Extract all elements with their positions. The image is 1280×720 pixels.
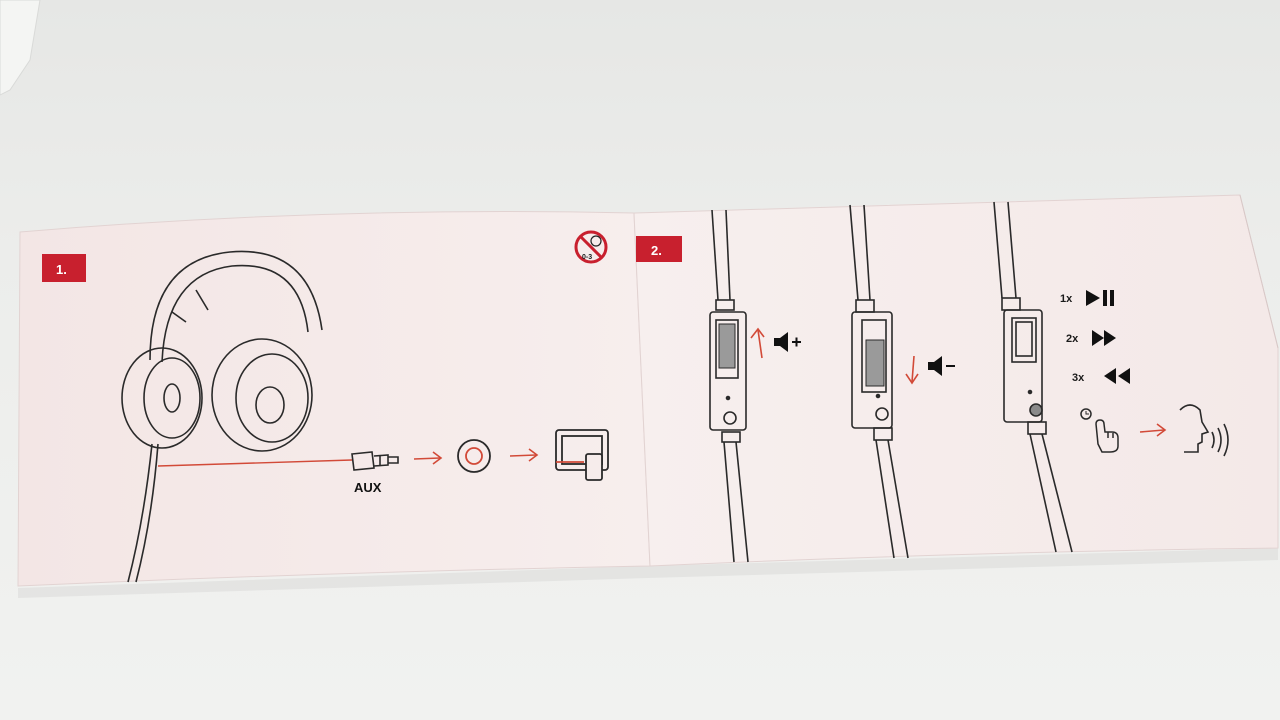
button-function-next-track: 2x [1066,330,1116,346]
volume-up-icon [774,332,801,352]
button-function-previous-track: 3x [1072,368,1130,384]
press-count-2x: 2x [1066,333,1079,345]
arrow-right-icon [413,451,443,465]
arrow-up-icon [750,327,765,359]
play-pause-icon [1086,290,1114,306]
remote-control-volume-up [709,209,749,563]
arrow-down-icon [905,355,919,385]
voice-assistant-icon [1179,404,1229,457]
aux-label: AUX [354,480,382,495]
previous-track-icon [1104,368,1130,384]
press-count-1x: 1x [1060,293,1073,305]
age-warning-label: 0-3 [582,254,592,261]
cable-line [157,459,353,467]
button-function-play-pause: 1x [1060,290,1114,306]
remote-control-multi-function [993,201,1073,553]
press-hold-icon [1080,408,1119,453]
devices-icon [555,429,609,481]
headphones-icon [121,250,323,583]
next-track-icon [1092,330,1116,346]
press-count-3x: 3x [1072,372,1085,384]
remote-control-volume-down [849,204,909,559]
step-badge-2-label: 2. [651,243,662,258]
step-badge-1: 1. [42,254,86,282]
arrow-right-icon [509,448,539,462]
step-badge-1-label: 1. [56,262,67,277]
step-badge-2: 2. [636,236,682,262]
headphone-jack-icon [457,439,491,473]
leaflet-left-panel: 1. 0-3 [17,211,651,587]
leaflet-right-panel: 2. [633,194,1279,567]
volume-down-icon [928,356,955,376]
no-children-0-3-icon: 0-3 [574,230,608,264]
background-object [0,0,41,96]
arrow-right-icon [1139,423,1167,437]
aux-plug-icon [351,451,399,471]
